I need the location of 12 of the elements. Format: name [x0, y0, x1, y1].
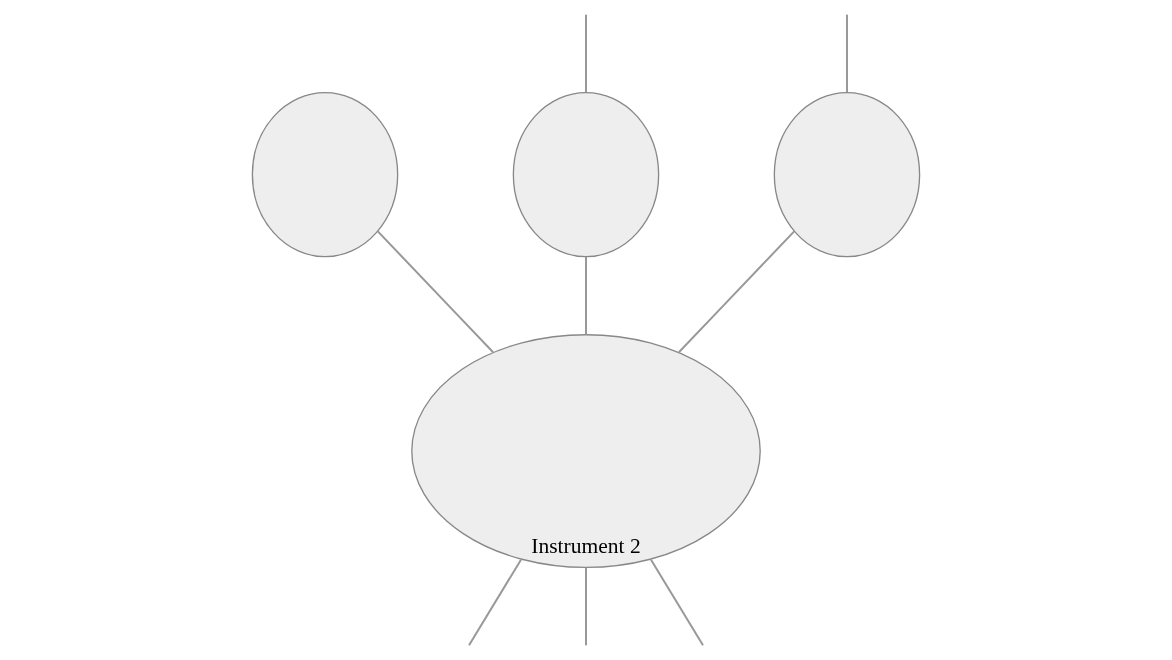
- connector: [678, 230, 795, 353]
- connector: [585, 567, 587, 646]
- connector: [377, 230, 494, 353]
- connector: [845, 14, 848, 93]
- connector: [468, 559, 522, 646]
- connector: [585, 257, 587, 335]
- node-circle: [512, 91, 660, 258]
- node-circle: [773, 91, 921, 258]
- node-ellipse: Instrument 2: [411, 334, 761, 569]
- node-circle: [251, 91, 399, 258]
- connector: [650, 559, 704, 646]
- connector: [585, 14, 587, 93]
